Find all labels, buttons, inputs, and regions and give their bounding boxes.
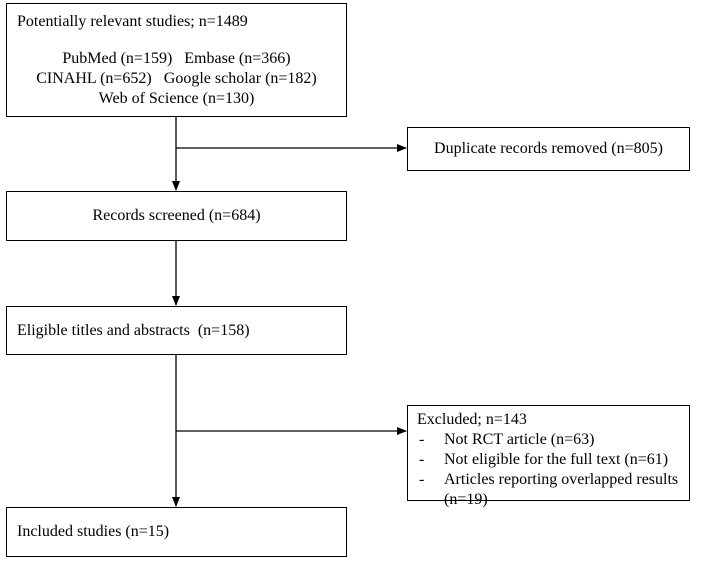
excluded-reason-2: Not eligible for the full text (n=61) (417, 450, 685, 470)
excluded-title: Excluded; n=143 (417, 411, 527, 428)
identified-title: Potentially relevant studies; n=1489 (17, 13, 248, 30)
source-line-3: Web of Science (n=130) (98, 90, 255, 107)
excluded-reason-3: Articles reporting overlapped results (n… (417, 470, 685, 510)
duplicates-box: Duplicate records removed (n=805) (407, 127, 690, 171)
excluded-reasons-list: Not RCT article (n=63) Not eligible for … (417, 430, 685, 510)
source-line-1: PubMed (n=159) Embase (n=366) (62, 50, 291, 67)
duplicates-label: Duplicate records removed (n=805) (434, 140, 663, 157)
eligible-box: Eligible titles and abstracts (n=158) (6, 306, 347, 355)
screened-label: Records screened (n=684) (92, 207, 261, 224)
included-label: Included studies (n=15) (17, 523, 170, 540)
eligible-label: Eligible titles and abstracts (n=158) (17, 322, 250, 339)
identified-box: Potentially relevant studies; n=1489 Pub… (6, 3, 347, 117)
included-box: Included studies (n=15) (6, 507, 347, 557)
excluded-reason-1: Not RCT article (n=63) (417, 430, 685, 450)
excluded-box: Excluded; n=143 Not RCT article (n=63) N… (407, 405, 690, 508)
source-line-2: CINAHL (n=652) Google scholar (n=182) (36, 70, 317, 87)
screened-box: Records screened (n=684) (6, 191, 347, 241)
